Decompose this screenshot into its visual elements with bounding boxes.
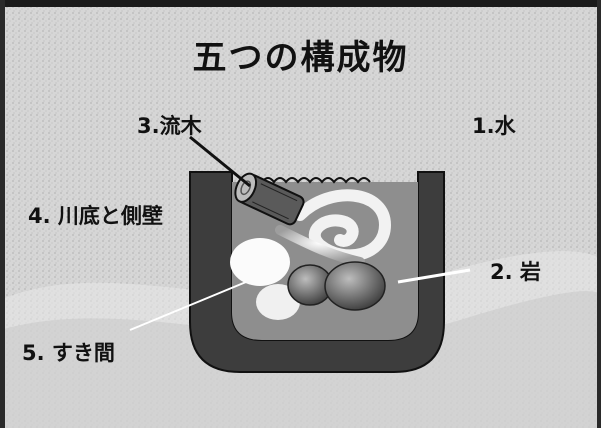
water-surface-ripples [261, 177, 371, 184]
label-driftwood: 3.流木 [137, 114, 202, 138]
slide-frame-right [597, 0, 601, 428]
label-bed-and-banks: 4. 川底と側壁 [28, 204, 163, 228]
water-swirl-tail [275, 225, 365, 267]
slide-frame-top [0, 0, 601, 7]
driftwood-pointer-line [189, 135, 251, 188]
slide-title: 五つの構成物 [192, 38, 409, 78]
gap-pointer-line [129, 281, 247, 331]
driftwood-log [234, 172, 305, 226]
label-rocks: 2. 岩 [490, 260, 541, 284]
slide-frame-left [0, 0, 5, 428]
rock-pointer-line [397, 268, 471, 284]
label-water: 1.水 [472, 114, 516, 138]
label-gaps: 5. すき間 [22, 341, 115, 365]
rock-large [324, 261, 386, 311]
gap-blob-upper [230, 238, 290, 286]
